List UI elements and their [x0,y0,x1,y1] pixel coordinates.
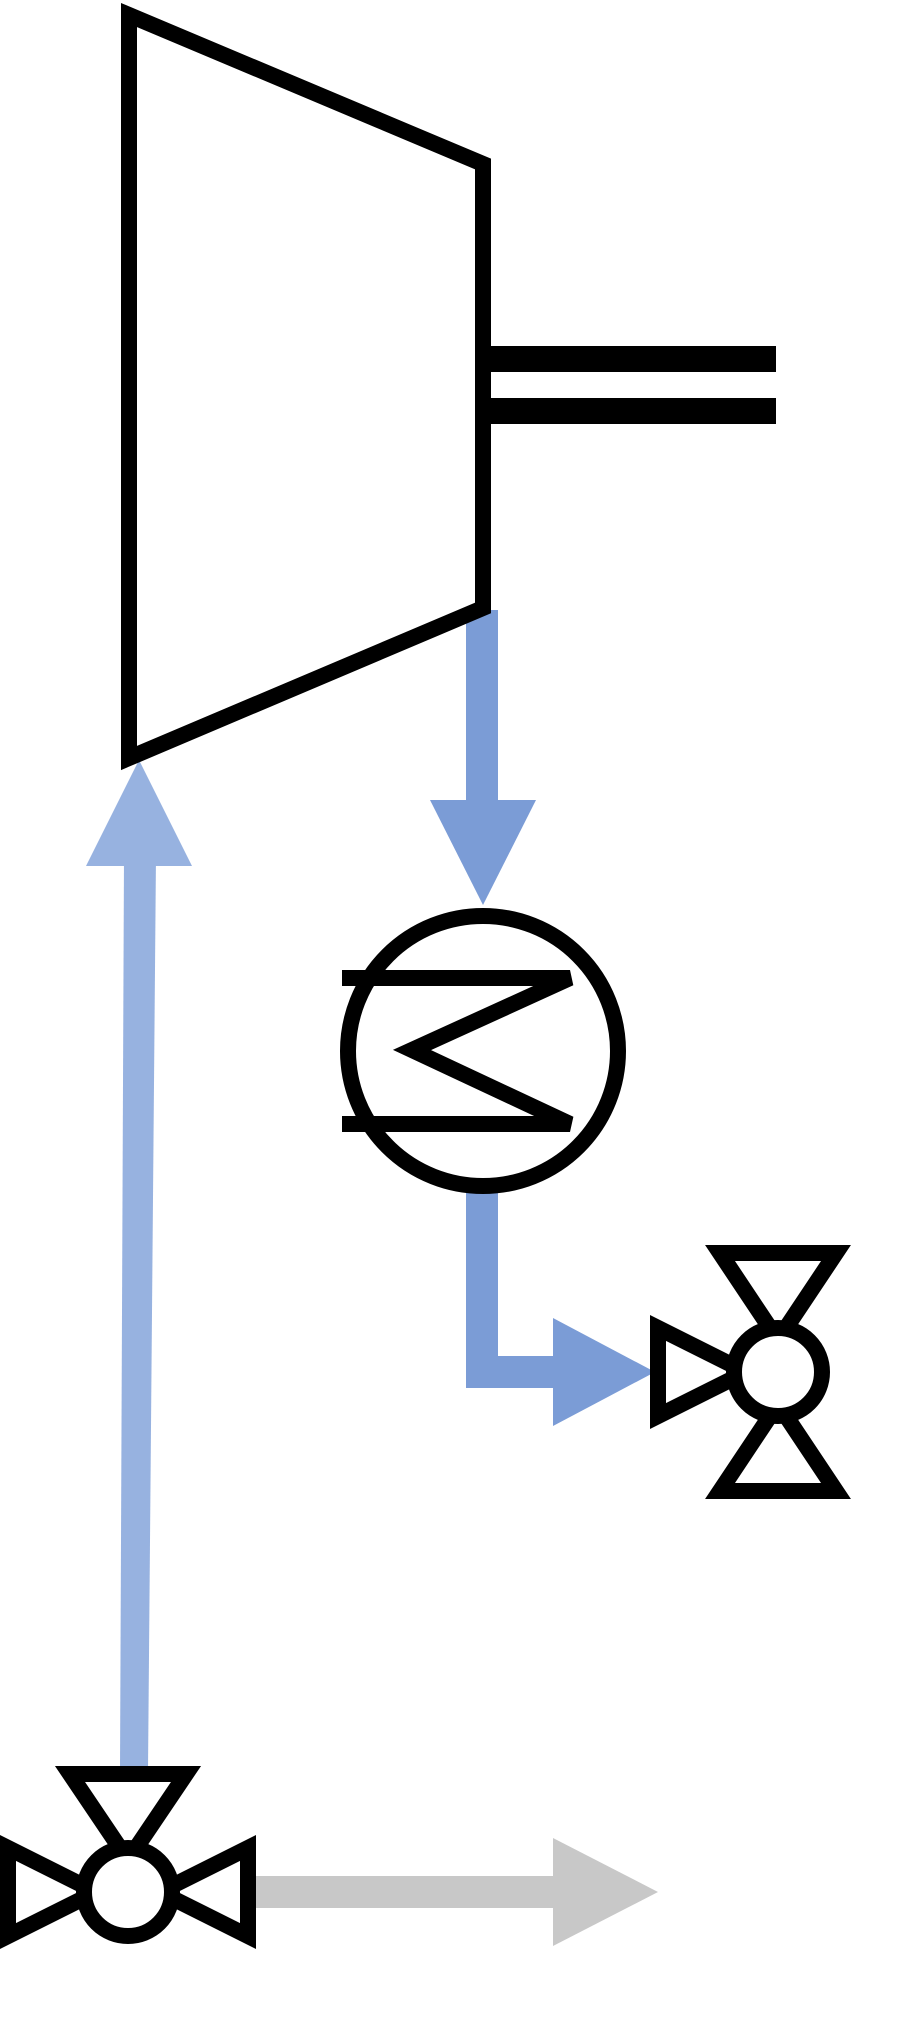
flow-valve-outlet [250,1838,658,1946]
heat-exchanger-icon[interactable] [340,908,626,1194]
flow-turbine-to-exchanger [430,610,536,905]
flow-valve-to-turbine [86,760,192,1770]
three-way-valve-icon[interactable] [0,1766,256,1949]
three-way-valve-icon[interactable] [650,1245,851,1499]
shaft-icon [490,346,776,424]
turbine-icon[interactable] [121,2,491,771]
flow-exchanger-to-valve [466,1190,655,1426]
